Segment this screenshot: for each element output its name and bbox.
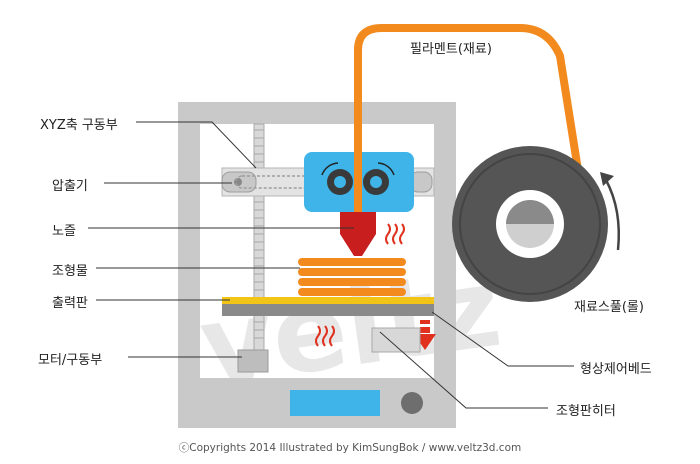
label-filament: 필라멘트(재료) [410,42,492,57]
extruder-gear-icon [327,169,389,195]
build-plate [222,297,434,316]
nozzle [340,212,376,256]
rotation-arrow-icon [600,172,621,251]
control-display [290,390,380,416]
bed-heat-icon [315,325,335,347]
leader-lines [88,121,574,409]
label-motor-drive: 모터/구동부 [38,353,103,368]
label-bed-heater: 조형판히터 [556,404,616,419]
label-output-plate: 출력판 [52,296,88,311]
label-object: 조형물 [52,264,88,279]
printed-object [298,258,406,296]
control-knob [401,392,423,414]
copyright-text: ⓒCopyrights 2014 Illustrated by KimSungB… [178,442,522,454]
label-xyz-drive: XYZ축 구동부 [40,118,118,133]
label-extruder: 압출기 [52,179,88,194]
nozzle-heat-icon [385,223,405,245]
label-shape-control-bed: 형상제어베드 [580,362,652,377]
label-nozzle: 노즐 [52,224,76,239]
label-spool: 재료스풀(롤) [574,300,644,315]
z-axis-screw [253,123,265,357]
filament-line [354,24,582,234]
filament-spool [452,146,608,302]
